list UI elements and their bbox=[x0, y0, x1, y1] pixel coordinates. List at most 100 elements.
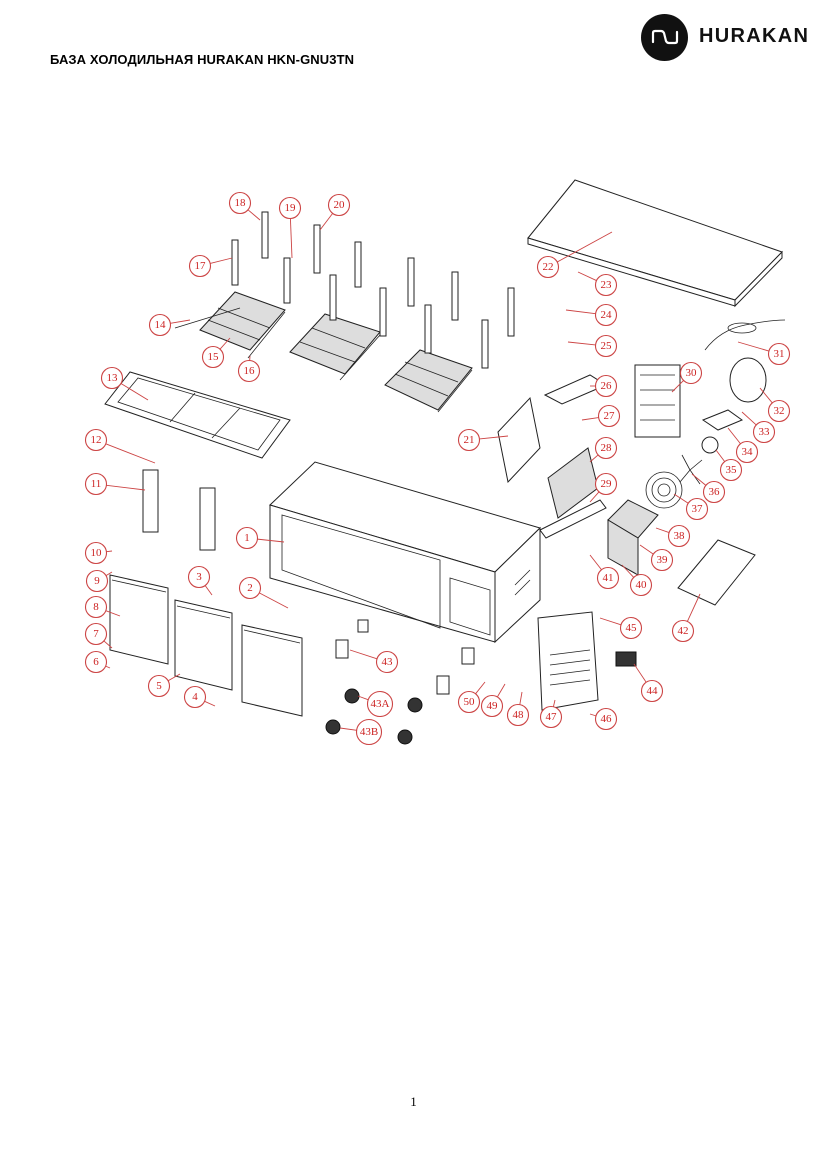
brand-name: HURAKAN bbox=[699, 25, 810, 47]
callout-45: 45 bbox=[599, 616, 643, 640]
callout-number: 6 bbox=[93, 656, 99, 668]
callout-42: 42 bbox=[671, 593, 701, 643]
callout-circle bbox=[84, 541, 108, 565]
callout-circle bbox=[84, 622, 108, 646]
callout-number: 30 bbox=[686, 367, 698, 379]
callout-circle bbox=[679, 361, 703, 385]
callout-leader-line bbox=[727, 427, 741, 445]
callout-leader-line bbox=[210, 257, 233, 264]
callout-circle bbox=[238, 576, 262, 600]
callout-number: 45 bbox=[626, 622, 638, 634]
callout-10: 10 bbox=[84, 541, 113, 565]
callout-47: 47 bbox=[539, 699, 563, 729]
cabinet-body bbox=[269, 461, 541, 644]
callout-number: 43A bbox=[371, 698, 390, 710]
callout-49: 49 bbox=[480, 683, 506, 718]
callout-number: 25 bbox=[601, 340, 613, 352]
callout-circle bbox=[702, 480, 726, 504]
callout-3: 3 bbox=[187, 565, 213, 596]
callout-circle bbox=[594, 334, 618, 358]
callout-circle bbox=[719, 458, 743, 482]
brand-logo: HURAKAN bbox=[641, 14, 821, 62]
callout-number: 26 bbox=[601, 380, 613, 392]
doors bbox=[109, 574, 303, 717]
callout-number: 22 bbox=[543, 261, 554, 273]
callout-5: 5 bbox=[147, 673, 181, 698]
callout-circle bbox=[457, 428, 481, 452]
callout-number: 36 bbox=[709, 486, 721, 498]
callout-13: 13 bbox=[100, 366, 149, 401]
callout-number: 7 bbox=[93, 628, 99, 640]
callout-circle bbox=[84, 595, 108, 619]
callout-number: 5 bbox=[156, 680, 162, 692]
callout-19: 19 bbox=[278, 196, 302, 259]
callout-28: 28 bbox=[589, 436, 618, 463]
callout-9: 9 bbox=[85, 569, 113, 593]
callout-leader-line bbox=[565, 309, 596, 315]
callout-number: 19 bbox=[285, 202, 297, 214]
callout-leader-line bbox=[633, 663, 647, 683]
callout-circle bbox=[84, 650, 108, 674]
callout-18: 18 bbox=[228, 191, 261, 221]
callout-circle bbox=[735, 440, 759, 464]
callout-leader-line bbox=[259, 592, 289, 609]
callout-circle bbox=[752, 420, 776, 444]
callout-27: 27 bbox=[581, 404, 621, 428]
callout-leader-line bbox=[105, 571, 113, 576]
callout-40: 40 bbox=[621, 564, 653, 597]
callout-17: 17 bbox=[188, 254, 233, 278]
callout-number: 24 bbox=[601, 309, 613, 321]
callout-leader-line bbox=[577, 271, 597, 281]
callout-circle bbox=[235, 526, 259, 550]
callout-circle bbox=[671, 619, 695, 643]
callout-circle bbox=[594, 303, 618, 327]
callout-number: 8 bbox=[93, 601, 99, 613]
callout-35: 35 bbox=[715, 449, 743, 482]
callout-32: 32 bbox=[759, 387, 791, 423]
callout-leader-line bbox=[106, 550, 113, 553]
callout-number: 16 bbox=[244, 365, 256, 377]
callout-50: 50 bbox=[457, 681, 486, 714]
callout-circle bbox=[597, 404, 621, 428]
side-panel bbox=[142, 469, 159, 533]
callout-circle bbox=[147, 674, 171, 698]
callout-number: 14 bbox=[155, 319, 167, 331]
callout-number: 9 bbox=[94, 575, 100, 587]
callout-number: 13 bbox=[107, 372, 119, 384]
callout-circle bbox=[228, 191, 252, 215]
callout-44: 44 bbox=[633, 663, 664, 703]
callout-34: 34 bbox=[727, 427, 759, 464]
callout-circle bbox=[539, 705, 563, 729]
callout-leader-line bbox=[204, 700, 216, 707]
callout-number: 20 bbox=[334, 199, 346, 211]
callout-leader-line bbox=[105, 610, 121, 617]
callout-leader-line bbox=[103, 640, 113, 649]
callout-leader-line bbox=[257, 538, 285, 543]
callout-1: 1 bbox=[235, 526, 285, 550]
callout-number: 46 bbox=[601, 713, 613, 725]
callout-circle bbox=[85, 569, 109, 593]
callout-circle bbox=[594, 374, 618, 398]
callout-circle bbox=[188, 254, 212, 278]
callout-number: 40 bbox=[636, 579, 648, 591]
callout-circle bbox=[237, 359, 261, 383]
callout-leader-line bbox=[737, 341, 770, 352]
front-louvre-panel bbox=[537, 611, 599, 711]
callout-leader-line bbox=[673, 493, 689, 504]
back-panel bbox=[497, 396, 541, 484]
callout-number: 39 bbox=[657, 554, 669, 566]
callout-33: 33 bbox=[741, 411, 776, 444]
callout-circle bbox=[366, 690, 394, 718]
callout-number: 32 bbox=[774, 405, 785, 417]
callout-leader-line bbox=[479, 435, 509, 440]
callout-43: 43 bbox=[349, 649, 399, 674]
callout-number: 1 bbox=[244, 532, 250, 544]
callout-leader-line bbox=[349, 649, 378, 660]
callout-41: 41 bbox=[589, 554, 620, 590]
callout-leader-line bbox=[319, 213, 334, 231]
callout-leader-line bbox=[204, 585, 213, 596]
callout-circle bbox=[685, 497, 709, 521]
callout-circle bbox=[148, 313, 172, 337]
callout-circle bbox=[201, 345, 225, 369]
